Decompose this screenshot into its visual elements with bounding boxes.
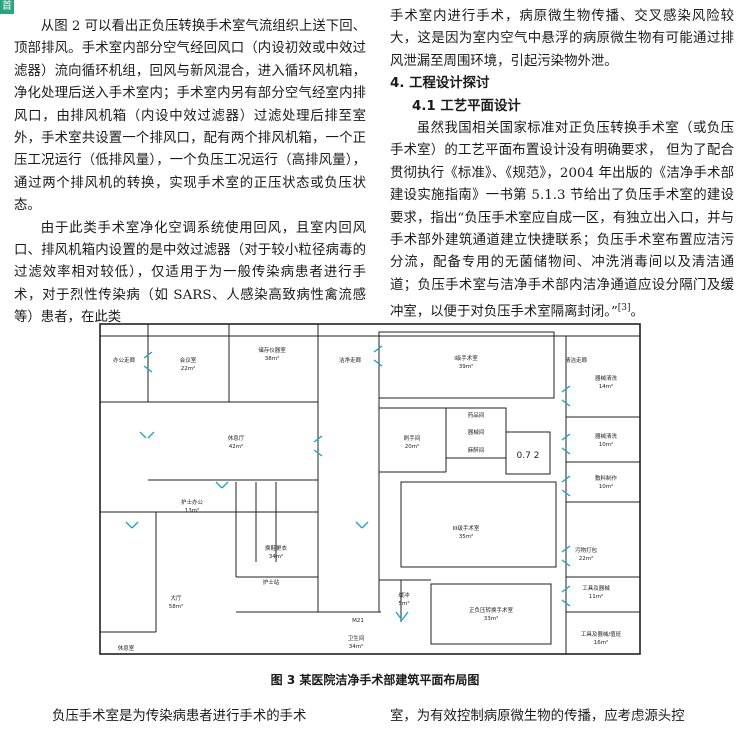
room-label: 护士站 bbox=[263, 578, 280, 586]
room-area: 5m² bbox=[398, 600, 409, 607]
room-label: 敷料制作 bbox=[595, 474, 618, 482]
room-area: 35m² bbox=[459, 533, 474, 540]
room-area: 22m² bbox=[181, 365, 196, 372]
room-area: 14m² bbox=[599, 383, 614, 390]
room-label: 休息厅 bbox=[228, 434, 245, 442]
left-paragraph-1: 从图 2 可以看出正负压转换手术室气流组织上送下回、顶部排风。手术室内部分空气经… bbox=[14, 19, 366, 214]
room-label: 器械清洗 bbox=[595, 374, 618, 382]
room-area: 34m² bbox=[349, 643, 364, 650]
room-label: 办公走廊 bbox=[113, 356, 136, 364]
room-area: 22m² bbox=[579, 555, 594, 562]
bottom-right-text: 室，为有效控制病原微生物的传播，应考虑源头控 bbox=[390, 709, 685, 724]
room-label: 休息室 bbox=[118, 644, 135, 652]
room-area: 10m² bbox=[599, 483, 614, 490]
room-label: 会议室 bbox=[180, 356, 197, 364]
room-label: 器械清洗 bbox=[595, 432, 618, 440]
citation: [3] bbox=[617, 303, 631, 314]
room-label: 大厅 bbox=[170, 594, 182, 602]
room-label: 刷手间 bbox=[404, 434, 421, 442]
room-label: 护士办公 bbox=[181, 498, 204, 506]
room-area: 42m² bbox=[229, 443, 244, 450]
diagram-number: 0.7 2 bbox=[517, 451, 540, 461]
room-label: 正负压转换手术室 bbox=[469, 606, 514, 614]
room-area: 10m² bbox=[599, 441, 614, 448]
room-label: I级手术室 bbox=[454, 354, 478, 362]
room-label: 清洁走廊 bbox=[565, 356, 588, 364]
nav-mark: M21 bbox=[352, 618, 364, 624]
room-label: 工具及器械/值班 bbox=[581, 630, 622, 638]
corner-tag: 首 bbox=[0, 0, 14, 14]
floor-plan: 办公走廊 会议室 22m² 储存仪器室 38m² 洁净走廊 I级手术室 39m²… bbox=[99, 323, 641, 655]
right-column: 手术室内进行手术，病原微生物传播、交叉感染风险较大，这是因为室内空气中悬浮的病原… bbox=[390, 6, 734, 324]
room-label: 工具及器械 bbox=[582, 584, 610, 592]
bottom-left-text: 负压手术室是为传染病患者进行手术的手术 bbox=[52, 709, 307, 724]
room-area: 33m² bbox=[484, 615, 499, 622]
section-heading: 4. 工程设计探讨 bbox=[390, 76, 490, 92]
room-label: 药品间 bbox=[468, 411, 485, 419]
figure-caption: 图 3 某医院洁净手术部建筑平面布局图 bbox=[270, 673, 480, 687]
room-label: 换鞋更衣 bbox=[265, 544, 288, 552]
room-area: 38m² bbox=[265, 355, 280, 362]
room-area: 39m² bbox=[459, 363, 474, 370]
room-area: 13m² bbox=[185, 507, 200, 514]
room-label: 缓冲 bbox=[398, 591, 410, 599]
room-label: III级手术室 bbox=[453, 524, 480, 532]
room-area: 34m² bbox=[269, 553, 284, 560]
room-area: 16m² bbox=[594, 639, 609, 646]
room-label: 麻醉间 bbox=[468, 446, 485, 454]
right-body: 虽然我国相关国家标准对正负压转换手术室（或负压手术室）的工艺平面布置设计没有明确… bbox=[390, 118, 734, 324]
right-body-text: 虽然我国相关国家标准对正负压转换手术室（或负压手术室）的工艺平面布置设计没有明确… bbox=[390, 121, 734, 320]
left-column: 从图 2 可以看出正负压转换手术室气流组织上送下回、顶部排风。手术室内部分空气经… bbox=[14, 16, 366, 330]
room-label: 卫生间 bbox=[348, 634, 365, 642]
room-area: 58m² bbox=[169, 603, 184, 610]
room-label: 洁净走廊 bbox=[339, 356, 362, 364]
room-area: 20m² bbox=[405, 443, 420, 450]
room-label: 储存仪器室 bbox=[258, 346, 286, 354]
right-continuation: 手术室内进行手术，病原微生物传播、交叉感染风险较大，这是因为室内空气中悬浮的病原… bbox=[390, 9, 734, 69]
room-label: 污物打包 bbox=[575, 546, 598, 554]
room-label: 器械间 bbox=[468, 428, 485, 436]
room-area: 11m² bbox=[589, 593, 604, 600]
left-paragraph-2: 由于此类手术室净化空调系统使用回风，且室内回风口、排风机箱内设置的是中效过滤器（… bbox=[14, 220, 366, 326]
tail-punct: 。 bbox=[630, 304, 644, 320]
subsection-heading: 4.1 工艺平面设计 bbox=[412, 98, 521, 114]
